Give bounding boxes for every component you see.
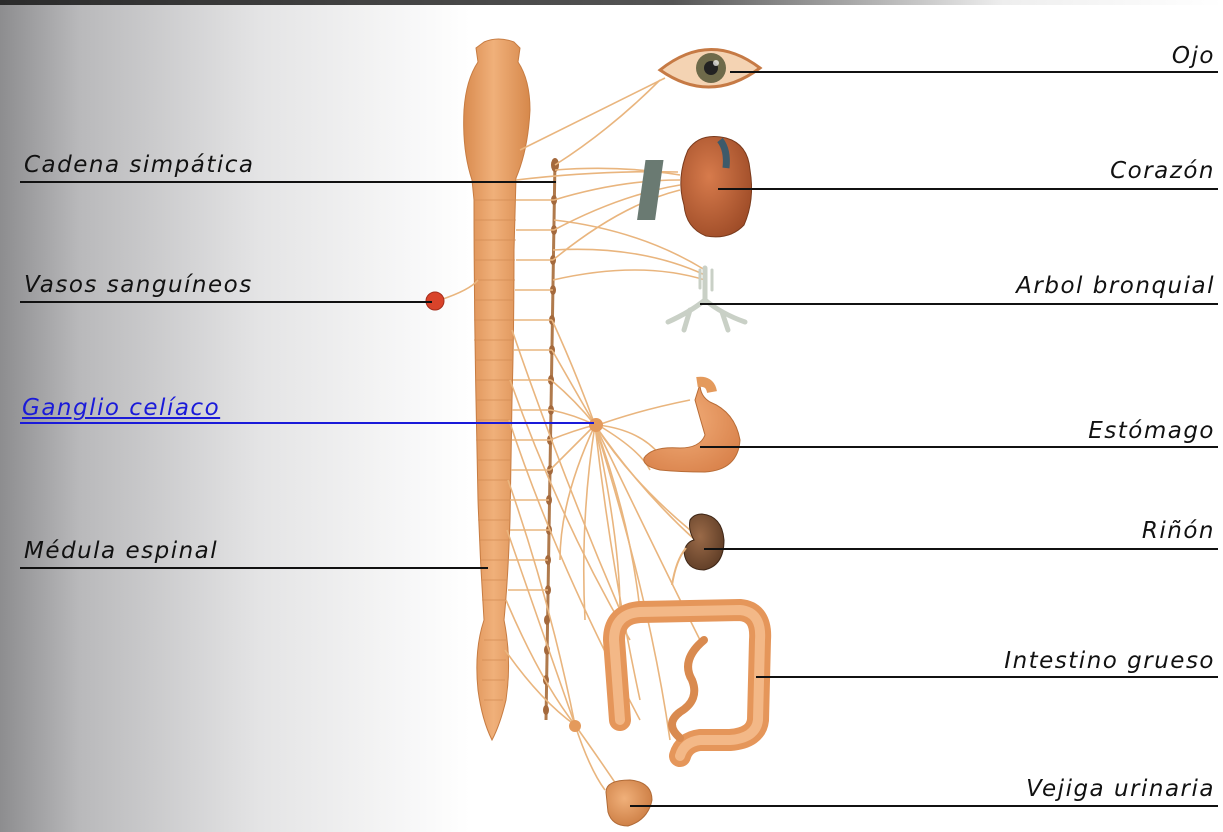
label-estomago: Estómago: [1088, 418, 1215, 444]
inferior-ganglion: [569, 720, 581, 732]
label-ojo: Ojo: [1172, 43, 1215, 69]
heart-organ: [637, 137, 751, 237]
label-vasos-sanguineos: Vasos sanguíneos: [24, 272, 253, 298]
label-vejiga-urinaria: Vejiga urinaria: [1026, 776, 1215, 802]
label-corazon: Corazón: [1110, 158, 1215, 184]
label-cadena-simpatica: Cadena simpática: [24, 152, 255, 178]
label-medula-espinal: Médula espinal: [24, 538, 218, 564]
spinal-cord: [464, 39, 530, 740]
eye-organ: [660, 49, 760, 87]
bladder-organ: [606, 780, 652, 826]
label-arbol-bronquial: Arbol bronquial: [1016, 273, 1215, 299]
stomach-organ: [644, 382, 740, 472]
celiac-ganglion: [589, 418, 603, 432]
bronchial-tree: [668, 268, 745, 330]
label-rinon: Riñón: [1142, 518, 1215, 544]
label-intestino-grueso: Intestino grueso: [1004, 648, 1215, 674]
label-ganglio-celiaco-link[interactable]: Ganglio celíaco: [22, 395, 220, 421]
